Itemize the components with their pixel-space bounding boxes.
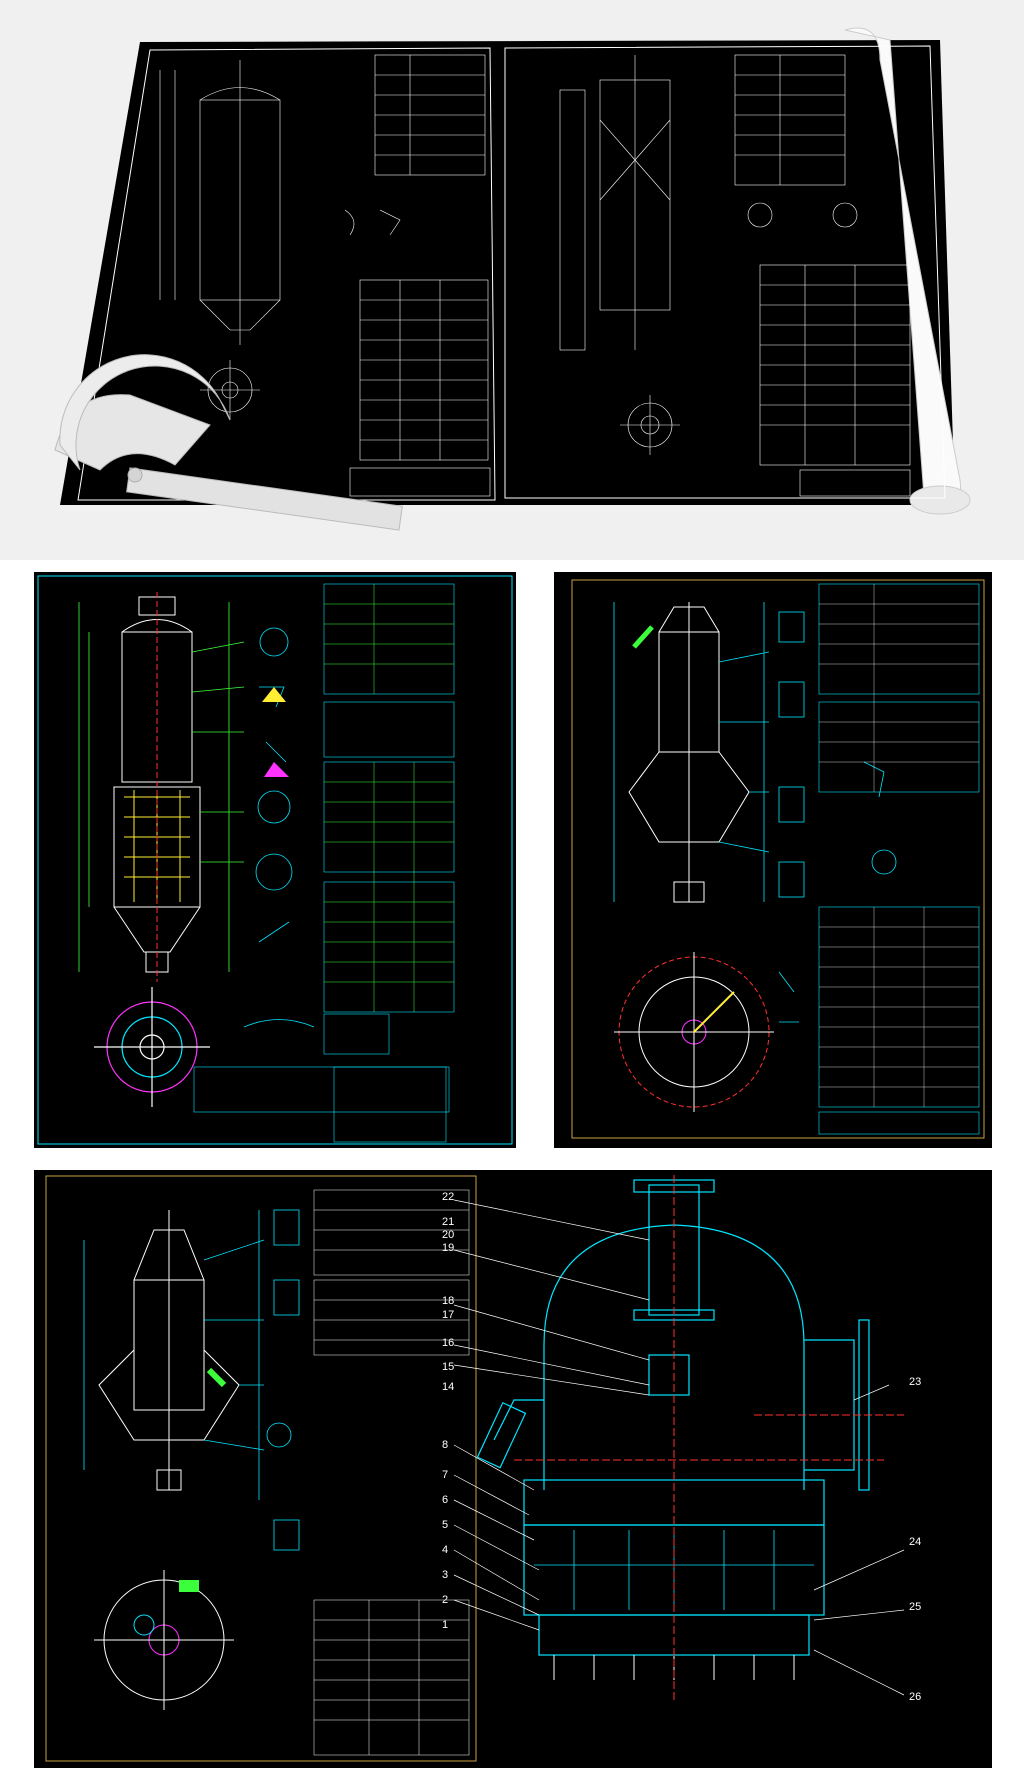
callout-7: 7	[442, 1469, 448, 1481]
callout-25: 25	[909, 1601, 921, 1613]
callout-18: 18	[442, 1295, 454, 1307]
bottom-drawings-section: 22 21 20 19 18 17 16 15 14 8 7 6 5 4 3 2…	[0, 1160, 1024, 1780]
callout-24: 24	[909, 1536, 921, 1548]
middle-drawings-section	[0, 560, 1024, 1160]
callout-22: 22	[442, 1191, 454, 1203]
callout-5: 5	[442, 1519, 448, 1531]
sheet-vessel-column	[34, 572, 516, 1148]
callout-15: 15	[442, 1361, 454, 1373]
blueprint-roll-section	[0, 0, 1024, 560]
callout-20: 20	[442, 1229, 454, 1241]
callout-6: 6	[442, 1494, 448, 1506]
callout-21: 21	[442, 1216, 454, 1228]
callout-1: 1	[442, 1619, 448, 1631]
callout-26: 26	[909, 1691, 921, 1703]
callout-3: 3	[442, 1569, 448, 1581]
callout-14: 14	[442, 1381, 454, 1393]
callout-17: 17	[442, 1309, 454, 1321]
callout-8: 8	[442, 1439, 448, 1451]
sheet-large-vessel: 22 21 20 19 18 17 16 15 14 8 7 6 5 4 3 2…	[34, 1170, 992, 1768]
sheet-cyclone-separator	[554, 572, 992, 1148]
callout-23: 23	[909, 1376, 921, 1388]
callout-19: 19	[442, 1242, 454, 1254]
callout-4: 4	[442, 1544, 448, 1556]
blueprint-roll-illustration	[54, 27, 971, 531]
callout-16: 16	[442, 1337, 454, 1349]
callout-2: 2	[442, 1594, 448, 1606]
protractor-illustration	[54, 354, 403, 531]
